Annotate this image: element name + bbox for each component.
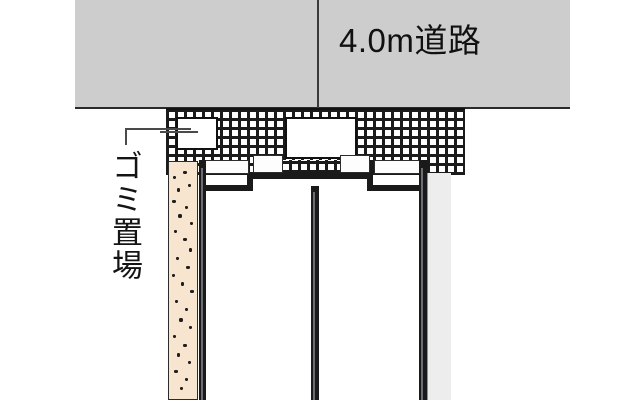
gravel-speckle (181, 282, 184, 286)
gravel-strip (168, 161, 198, 400)
gravel-speckle (190, 222, 193, 225)
gravel-speckle (177, 353, 180, 357)
gravel-speckle (185, 206, 188, 209)
wall-vertical-middle (311, 186, 319, 400)
gravel-speckle (179, 318, 183, 322)
gravel-speckle (183, 344, 187, 347)
front-wall-jog-left (247, 173, 253, 191)
wall-vertical-middle-highlight (313, 192, 315, 400)
entrance-alcove-3 (340, 155, 370, 173)
gomi-label: ゴミ置場 (107, 150, 142, 282)
gravel-speckle (176, 257, 179, 260)
entrance-alcove-1 (205, 160, 249, 174)
gravel-speckle (183, 171, 187, 174)
gravel-speckle (178, 214, 182, 218)
gravel-speckle (189, 248, 192, 252)
gomi-leader-vertical (125, 128, 127, 145)
wall-vertical-right (419, 160, 427, 400)
wall-vertical-right-highlight (421, 168, 423, 400)
entrance-alcove-2 (253, 155, 283, 173)
right-side-band (427, 173, 451, 400)
gravel-speckle (185, 378, 188, 381)
road-area (75, 0, 570, 108)
gravel-speckle (183, 238, 187, 241)
gravel-speckle (190, 290, 194, 293)
gravel-speckle (185, 308, 188, 311)
gomi-leader-stub (160, 131, 198, 133)
gravel-speckle (175, 300, 178, 303)
wall-vertical-left-highlight (201, 168, 203, 400)
gravel-speckle (173, 335, 176, 338)
gravel-speckle (172, 200, 176, 203)
gravel-speckle (188, 361, 191, 364)
front-wall-left (199, 185, 253, 191)
garbage-area-void (176, 117, 218, 150)
gravel-speckle (173, 176, 176, 179)
gravel-speckle (188, 184, 191, 187)
entrance-approach-void (285, 117, 357, 159)
gravel-speckle (174, 370, 178, 373)
front-wall-right (367, 185, 427, 191)
gravel-speckle (189, 326, 192, 329)
front-wall-upper (247, 173, 373, 179)
front-wall-jog-right (367, 173, 373, 191)
gravel-speckle (177, 188, 180, 192)
entrance-alcove-4 (374, 160, 420, 174)
gravel-speckle (174, 230, 177, 233)
gravel-speckle (186, 266, 190, 269)
gravel-speckle (172, 274, 175, 277)
gomi-leader-horizontal (125, 128, 191, 130)
road-centerline (317, 0, 319, 135)
gravel-speckle (180, 387, 183, 390)
road-label: 4.0m道路 (339, 22, 482, 59)
